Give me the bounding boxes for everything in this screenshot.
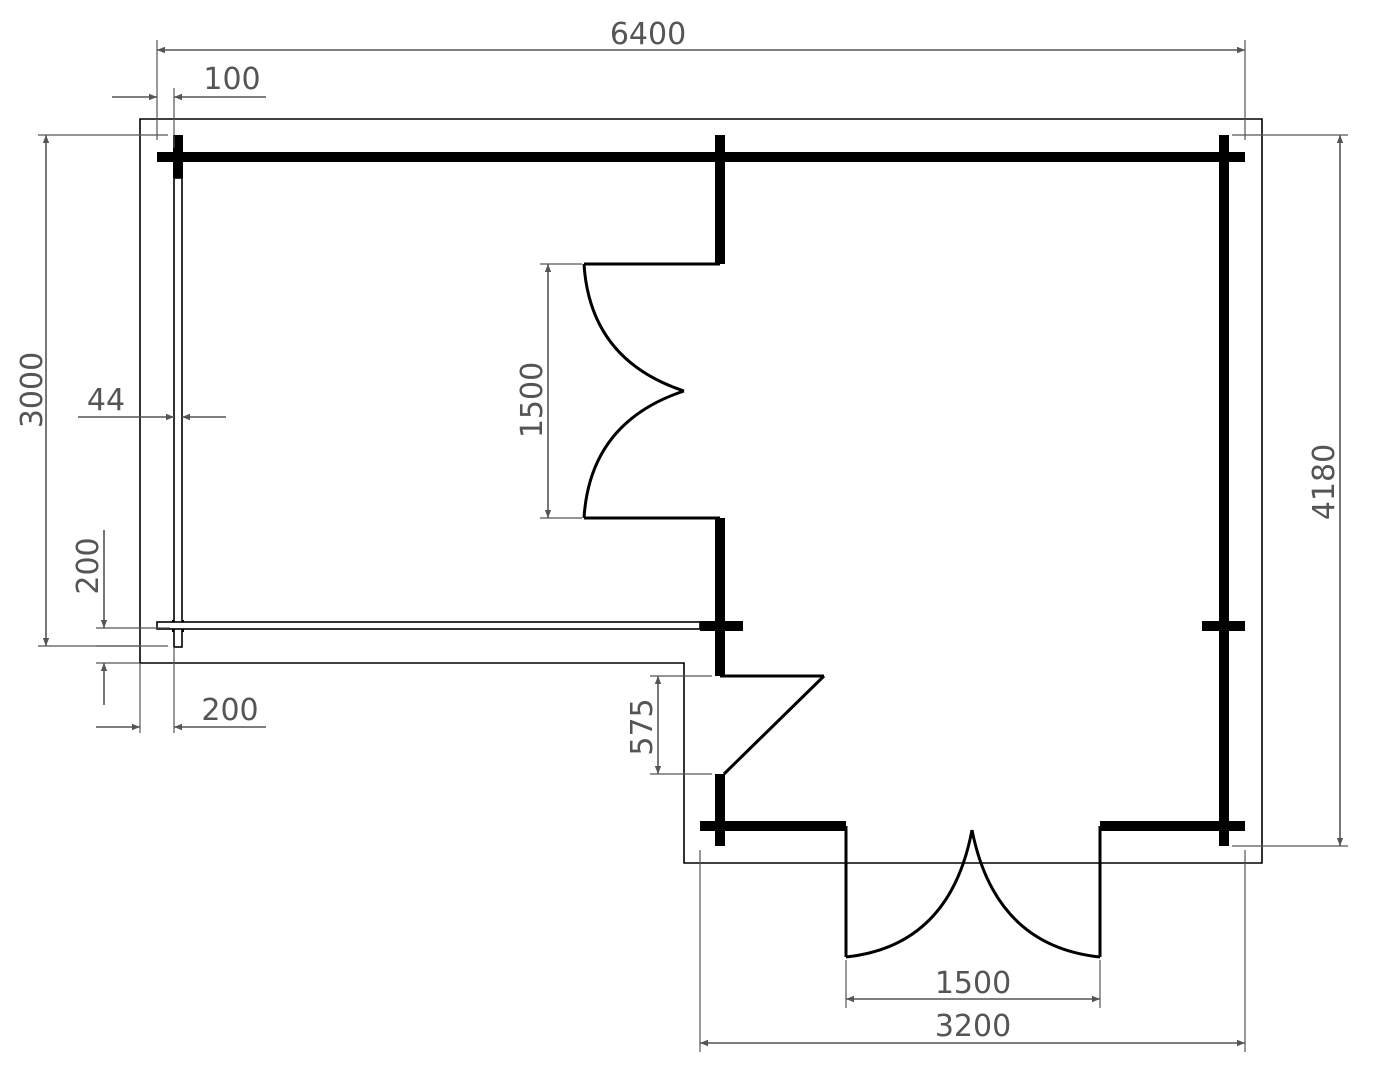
dimension-inner-door-width: 1500 xyxy=(515,263,582,519)
side-door xyxy=(720,674,826,776)
front-double-door xyxy=(844,826,1102,959)
dimension-label-right-height: 4180 xyxy=(1307,444,1342,520)
dimension-label-right-section-width: 3200 xyxy=(935,1009,1011,1044)
dimension-label-side-door-width: 575 xyxy=(625,698,660,755)
dimension-front-door-width: 1500 xyxy=(845,960,1101,1008)
dimension-right-section-width: 3200 xyxy=(699,850,1246,1052)
dimension-left-offset: 100 xyxy=(112,62,266,148)
dimension-label-inner-door-width: 1500 xyxy=(515,362,550,438)
thin-wall-bottom xyxy=(156,621,701,630)
dimension-right-height: 4180 xyxy=(1232,134,1348,847)
walls xyxy=(157,135,1245,846)
dimension-label-wall-thickness: 44 xyxy=(87,383,125,418)
dimension-label-left-side-offset: 200 xyxy=(201,693,258,728)
dimension-left-height: 3000 xyxy=(15,134,168,647)
dimension-side-door-width: 575 xyxy=(625,675,712,775)
dimension-wall-thickness: 44 xyxy=(78,383,226,421)
dimension-label-left-height: 3000 xyxy=(15,352,50,428)
inner-double-door xyxy=(582,262,720,520)
foundation-outline xyxy=(139,118,1263,864)
dimension-left-bottom-offset: 200 xyxy=(71,530,170,705)
dimension-left-side-offset: 200 xyxy=(96,647,266,733)
dimension-label-overall-width: 6400 xyxy=(610,17,686,52)
thin-wall-left xyxy=(173,177,183,648)
dimension-overall-width: 6400 xyxy=(156,17,1246,140)
dimension-label-left-bottom-offset: 200 xyxy=(71,537,106,594)
dimension-label-left-offset: 100 xyxy=(203,62,260,97)
dimension-label-front-door-width: 1500 xyxy=(935,966,1011,1001)
